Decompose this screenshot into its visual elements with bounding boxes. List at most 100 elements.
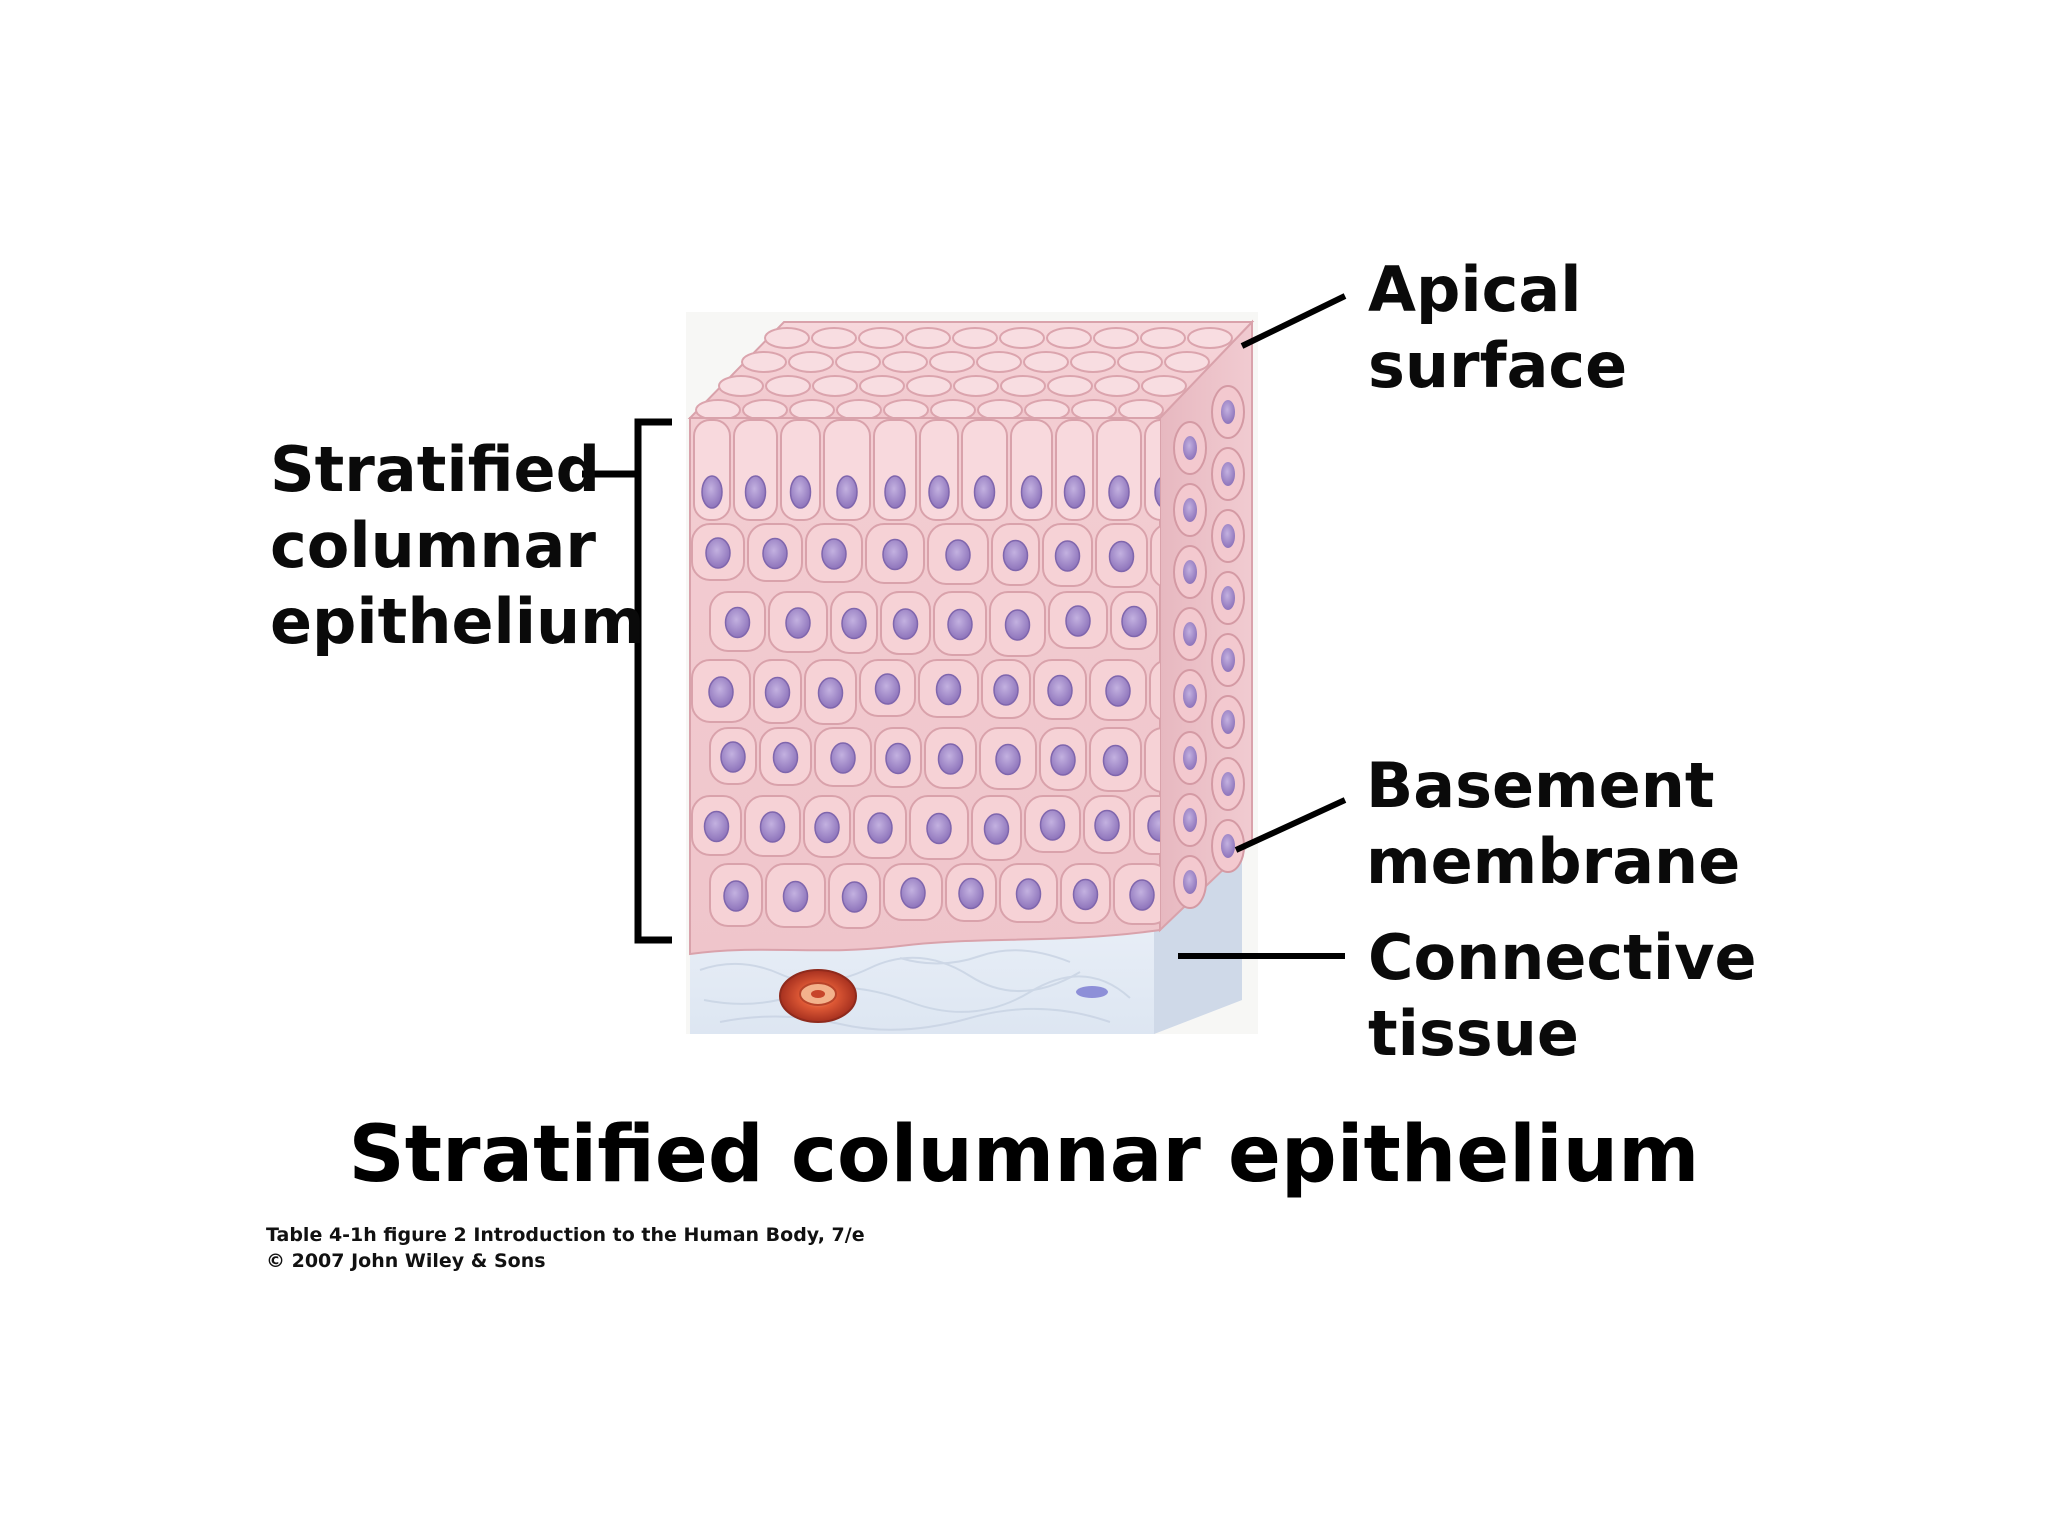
apical-cell-top xyxy=(719,376,763,396)
apical-cell-top xyxy=(1141,328,1185,348)
nucleus xyxy=(985,814,1009,844)
apical-cell-top xyxy=(907,376,951,396)
nucleus xyxy=(1183,560,1197,584)
apical-cell-top xyxy=(1071,352,1115,372)
nucleus xyxy=(1221,524,1235,548)
nucleus xyxy=(1221,648,1235,672)
nucleus xyxy=(1104,746,1128,776)
basement-label-line-2: membrane xyxy=(1366,824,1740,900)
nucleus xyxy=(843,882,867,912)
nucleus xyxy=(1048,676,1072,706)
nucleus xyxy=(784,882,808,912)
apical-cell-top xyxy=(1165,352,1209,372)
nucleus xyxy=(948,610,972,640)
nucleus xyxy=(946,540,970,570)
apical-cell-top xyxy=(977,352,1021,372)
apical-cell-top xyxy=(954,376,998,396)
nucleus xyxy=(1183,684,1197,708)
apical-cell-top xyxy=(1048,376,1092,396)
nucleus xyxy=(1130,880,1154,910)
figure-caption: Table 4-1h figure 2 Introduction to the … xyxy=(266,1222,865,1274)
nucleus xyxy=(868,813,892,843)
nucleus xyxy=(929,476,949,508)
nucleus xyxy=(1051,745,1075,775)
nucleus xyxy=(791,476,811,508)
nucleus xyxy=(937,675,961,705)
apical-label-line-2: surface xyxy=(1368,328,1627,404)
basement-label-line-1: Basement xyxy=(1366,748,1740,824)
caption-line-1: Table 4-1h figure 2 Introduction to the … xyxy=(266,1222,865,1248)
nucleus xyxy=(837,476,857,508)
nucleus xyxy=(975,476,995,508)
nucleus xyxy=(994,675,1018,705)
nucleus xyxy=(1017,879,1041,909)
nucleus xyxy=(761,812,785,842)
apical-cell-top xyxy=(766,376,810,396)
apical-cell-top xyxy=(1188,328,1232,348)
blood-vessel xyxy=(780,970,856,1022)
connective-tissue-label: Connective tissue xyxy=(1368,920,1757,1072)
apical-cell-top xyxy=(906,328,950,348)
nucleus xyxy=(894,609,918,639)
fibroblast-nucleus xyxy=(1076,986,1108,998)
apical-cell-top xyxy=(883,352,927,372)
nucleus xyxy=(959,879,983,909)
nucleus xyxy=(885,476,905,508)
nucleus xyxy=(883,540,907,570)
nucleus xyxy=(1066,606,1090,636)
nucleus xyxy=(705,812,729,842)
nucleus xyxy=(1221,710,1235,734)
nucleus xyxy=(702,476,722,508)
nucleus xyxy=(766,678,790,708)
connective-label-line-1: Connective xyxy=(1368,920,1757,996)
nucleus xyxy=(1041,810,1065,840)
nucleus xyxy=(901,878,925,908)
apical-cell-top xyxy=(1000,328,1044,348)
stratified-columnar-epithelium-label: Stratified columnar epithelium xyxy=(270,432,645,660)
nucleus xyxy=(1221,772,1235,796)
apical-cell-top xyxy=(742,352,786,372)
stratified-label-line-1: Stratified xyxy=(270,432,645,508)
apical-cell-top xyxy=(859,328,903,348)
apical-cell-top xyxy=(1142,376,1186,396)
apical-cell-top xyxy=(1024,352,1068,372)
apical-cell-top xyxy=(1118,352,1162,372)
nucleus xyxy=(822,539,846,569)
nucleus xyxy=(1122,607,1146,637)
apical-cell-top xyxy=(1001,376,1045,396)
nucleus xyxy=(1221,586,1235,610)
nucleus xyxy=(1106,676,1130,706)
caption-line-2: © 2007 John Wiley & Sons xyxy=(266,1248,865,1274)
nucleus xyxy=(774,743,798,773)
nucleus xyxy=(1004,541,1028,571)
basement-membrane-label: Basement membrane xyxy=(1366,748,1740,900)
apical-cell-top xyxy=(860,376,904,396)
apical-cell-top xyxy=(789,352,833,372)
nucleus xyxy=(1183,808,1197,832)
nucleus xyxy=(1110,542,1134,572)
nucleus xyxy=(1056,541,1080,571)
nucleus xyxy=(996,745,1020,775)
apical-label-line-1: Apical xyxy=(1368,252,1627,328)
apical-cell-top xyxy=(1095,376,1139,396)
apical-cell-top xyxy=(930,352,974,372)
nucleus xyxy=(842,609,866,639)
nucleus xyxy=(1183,746,1197,770)
nucleus xyxy=(1183,622,1197,646)
nucleus xyxy=(726,608,750,638)
nucleus xyxy=(1183,498,1197,522)
nucleus xyxy=(831,743,855,773)
nucleus xyxy=(1006,610,1030,640)
nucleus xyxy=(819,678,843,708)
connective-label-line-2: tissue xyxy=(1368,996,1757,1072)
nucleus xyxy=(1221,462,1235,486)
nucleus xyxy=(1183,870,1197,894)
nucleus xyxy=(1109,476,1129,508)
nucleus xyxy=(724,881,748,911)
nucleus xyxy=(706,538,730,568)
nucleus xyxy=(876,674,900,704)
nucleus xyxy=(1074,880,1098,910)
stratified-label-line-2: columnar xyxy=(270,508,645,584)
nucleus xyxy=(815,813,839,843)
